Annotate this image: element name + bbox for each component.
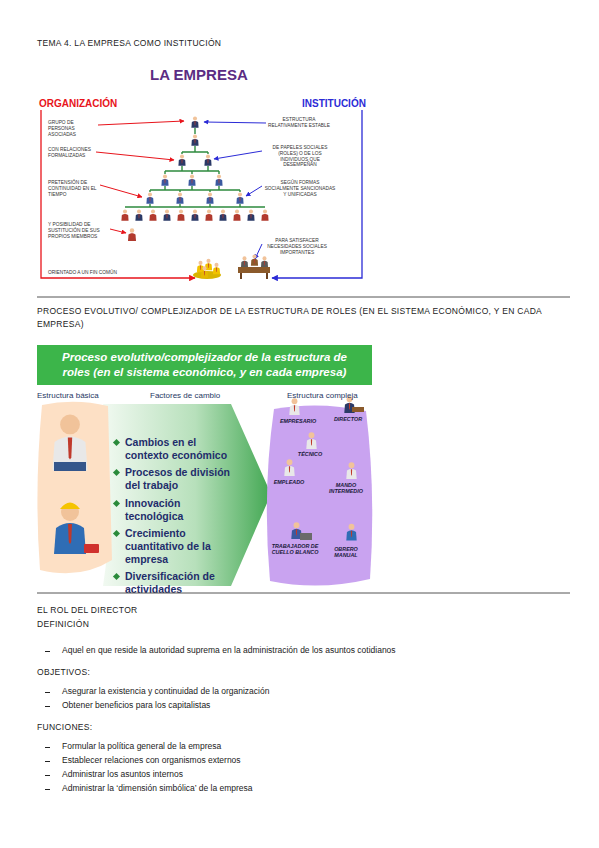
text-label: INSTITUCIÓN	[302, 98, 382, 109]
text-label: Administrar los asuntos internos	[62, 769, 562, 779]
worker-figure	[54, 503, 86, 554]
list-dash	[45, 692, 50, 693]
role-label: OBRERO MANUAL	[326, 546, 366, 559]
role-label: MANDO INTERMEDIO	[326, 482, 366, 495]
common-goal-group	[193, 259, 221, 279]
roles-blob: EMPRESARIO DIRECTOR TÉCNICO EMPLEADO MANDO I…	[264, 403, 374, 587]
page-title: TEMA 4. LA EMPRESA COMO INSTITUCIÓN	[37, 38, 221, 48]
separator-line	[37, 593, 570, 594]
text-label: ESTRUCTURA RELATIVAMENTE ESTABLE	[268, 117, 330, 129]
text-label: LA EMPRESA	[150, 66, 280, 83]
bullet-item: Crecimiento cuantitativo de la empresa	[113, 527, 241, 566]
text-label: Administrar la ‘dimensión simbólica’ de …	[62, 783, 562, 793]
list-dash	[45, 775, 50, 776]
worker-helmet	[60, 503, 80, 510]
manager-figure	[54, 462, 86, 471]
bullet-item: Innovación tecnológica	[113, 497, 241, 523]
text-label: SEGÚN FORMAS SOCIALMENTE SANCIONADAS Y U…	[264, 180, 336, 197]
separator-line	[37, 297, 570, 298]
text-label: PROCESO EVOLUTIVO/ COMPLEJIZADOR DE LA E…	[37, 305, 577, 331]
text-label: EL ROL DEL DIRECTOR	[37, 604, 337, 617]
factor-text: Procesos de división del trabajo	[125, 466, 241, 492]
text-label: PARA SATISFACER NECESIDADES SOCIALES IMP…	[264, 238, 330, 255]
text-label: Factores de cambio	[150, 391, 250, 400]
text-label: DE PAPELES SOCIALES (ROLES) O DE LOS IND…	[264, 145, 336, 168]
meeting-group	[238, 254, 270, 279]
text-label: Aquel en que reside la autoridad suprema…	[62, 645, 562, 655]
bullet-item: Procesos de división del trabajo	[113, 466, 241, 492]
role-label: TRABAJADOR DE CUELLO BLANCO	[268, 543, 322, 556]
list-dash	[45, 706, 50, 707]
manager-figure	[52, 415, 87, 471]
bullet-symbol	[113, 499, 120, 506]
text-label: CON RELACIONES FORMALIZADAS	[48, 147, 96, 159]
text-label: Obtener beneficios para los capitalistas	[62, 700, 562, 710]
bullet-symbol	[113, 573, 120, 580]
role-label: TÉCNICO	[290, 451, 330, 457]
text-label: OBJETIVOS:	[37, 666, 337, 679]
text-label: GRUPO DE PERSONAS ASOCIADAS	[48, 120, 98, 137]
factor-text: Cambios en el contexto económico	[125, 436, 241, 462]
bullet-symbol	[113, 469, 120, 476]
text-label: PRETENSIÓN DE CONTINUIDAD EN EL TIEMPO	[48, 180, 100, 197]
leader-arrows	[204, 122, 266, 259]
text-label: Asegurar la existencia y continuidad de …	[62, 686, 562, 696]
organization-axis	[41, 110, 195, 278]
text-label: FUNCIONES:	[37, 721, 337, 734]
list-dash	[45, 761, 50, 762]
basic-structure-blob	[37, 402, 112, 574]
bullet-symbol	[113, 439, 120, 446]
leader-arrows	[96, 121, 184, 233]
list-dash	[45, 651, 50, 652]
bullet-item: Cambios en el contexto económico	[113, 436, 241, 462]
text-label: DEFINICIÓN	[37, 618, 337, 631]
node-shape	[267, 405, 372, 585]
text-label: Estructura compleja	[287, 391, 387, 400]
bullet-item: Diversificación de actividades	[113, 570, 241, 596]
role-label: EMPLEADO	[266, 479, 312, 485]
bullet-symbol	[113, 530, 120, 537]
node-outline	[264, 403, 374, 587]
list-dash	[45, 789, 50, 790]
text-label: Y POSIBILIDAD DE SUSTITUCIÓN DE SUS PROP…	[48, 222, 110, 239]
hierarchy-lines	[125, 128, 265, 207]
text-label: ORGANIZACIÓN	[39, 98, 129, 109]
text-label: Formular la política general de la empre…	[62, 741, 562, 751]
node-shape	[103, 404, 271, 586]
factor-text: Diversificación de actividades	[125, 570, 241, 596]
factor-arrow: Cambios en el contexto económicoProcesos…	[103, 404, 271, 586]
role-label: DIRECTOR	[326, 416, 370, 422]
factor-text: Crecimiento cuantitativo de la empresa	[125, 527, 241, 566]
process-banner: Proceso evolutivo/complejizador de la es…	[37, 345, 372, 385]
list-dash	[45, 747, 50, 748]
toolbox	[84, 544, 99, 553]
node-text: Proceso evolutivo/complejizador de la es…	[51, 350, 358, 380]
text-label: Establecer relaciones con organismos ext…	[62, 755, 562, 765]
factor-text: Innovación tecnológica	[125, 497, 241, 523]
role-label: EMPRESARIO	[274, 418, 322, 424]
text-label: ORIENTADO A UN FIN COMÚN	[48, 270, 128, 276]
pyramid-people	[121, 116, 268, 241]
text-label: Estructura básica	[37, 391, 137, 400]
